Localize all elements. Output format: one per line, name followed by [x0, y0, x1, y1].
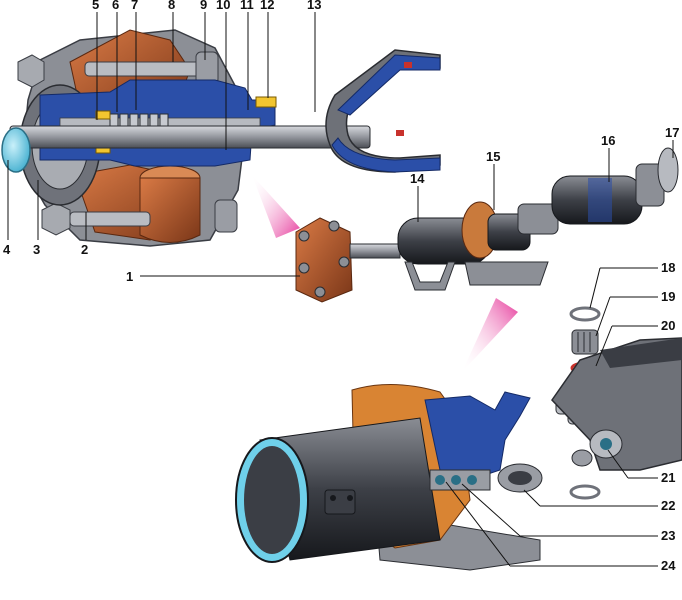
gearbox-output-shaft	[9, 125, 371, 149]
snap-ring-upper	[569, 306, 601, 322]
callout-11: 11	[240, 0, 254, 12]
callout-22: 22	[661, 498, 675, 513]
pointer-arrow-detail	[462, 298, 518, 372]
rubber-block	[139, 177, 201, 243]
callout-17: 17	[665, 125, 679, 140]
callout-4: 4	[3, 242, 11, 257]
nut-upper-left	[17, 54, 45, 88]
pointer-arrow-coupling	[252, 175, 300, 238]
coupling-cutaway-view	[1, 29, 441, 247]
callout-1: 1	[126, 269, 133, 284]
callout-23: 23	[661, 528, 675, 543]
callout-18: 18	[661, 260, 675, 275]
shaft-end-cap	[1, 127, 31, 173]
intermediate-support-cutaway	[235, 384, 543, 571]
callout-24: 24	[661, 558, 676, 573]
callout-10: 10	[216, 0, 230, 12]
nut-lower-left	[41, 202, 71, 236]
callout-12: 12	[260, 0, 274, 12]
callout-15: 15	[486, 149, 500, 164]
rear-flange	[657, 147, 679, 193]
universal-joint-exploded	[551, 306, 682, 500]
callout-19: 19	[661, 289, 675, 304]
callout-2: 2	[81, 242, 88, 257]
leader-lines	[7, 12, 674, 567]
seal-ring	[95, 110, 111, 120]
callout-7: 7	[131, 0, 138, 12]
sealing-sleeve-ring	[255, 96, 277, 108]
callout-9: 9	[200, 0, 207, 12]
callout-5: 5	[92, 0, 99, 12]
coupling-bolt-lower	[69, 199, 238, 233]
callout-labels: 5 6 7 8 9 10 11 12 13 4 3 2 1 14 15 16 1…	[3, 0, 679, 573]
callout-21: 21	[661, 470, 675, 485]
needle-bearing-cup	[571, 329, 599, 355]
callout-16: 16	[601, 133, 615, 148]
intermediate-support-bracket	[404, 261, 456, 291]
driveshaft-overview	[295, 147, 679, 303]
callout-20: 20	[661, 318, 675, 333]
callout-14: 14	[410, 171, 425, 186]
callout-13: 13	[307, 0, 321, 12]
snap-ring-lower	[569, 484, 601, 500]
callout-6: 6	[112, 0, 119, 12]
callout-8: 8	[168, 0, 175, 12]
callout-3: 3	[33, 242, 40, 257]
small-elastic-coupling	[295, 217, 353, 303]
